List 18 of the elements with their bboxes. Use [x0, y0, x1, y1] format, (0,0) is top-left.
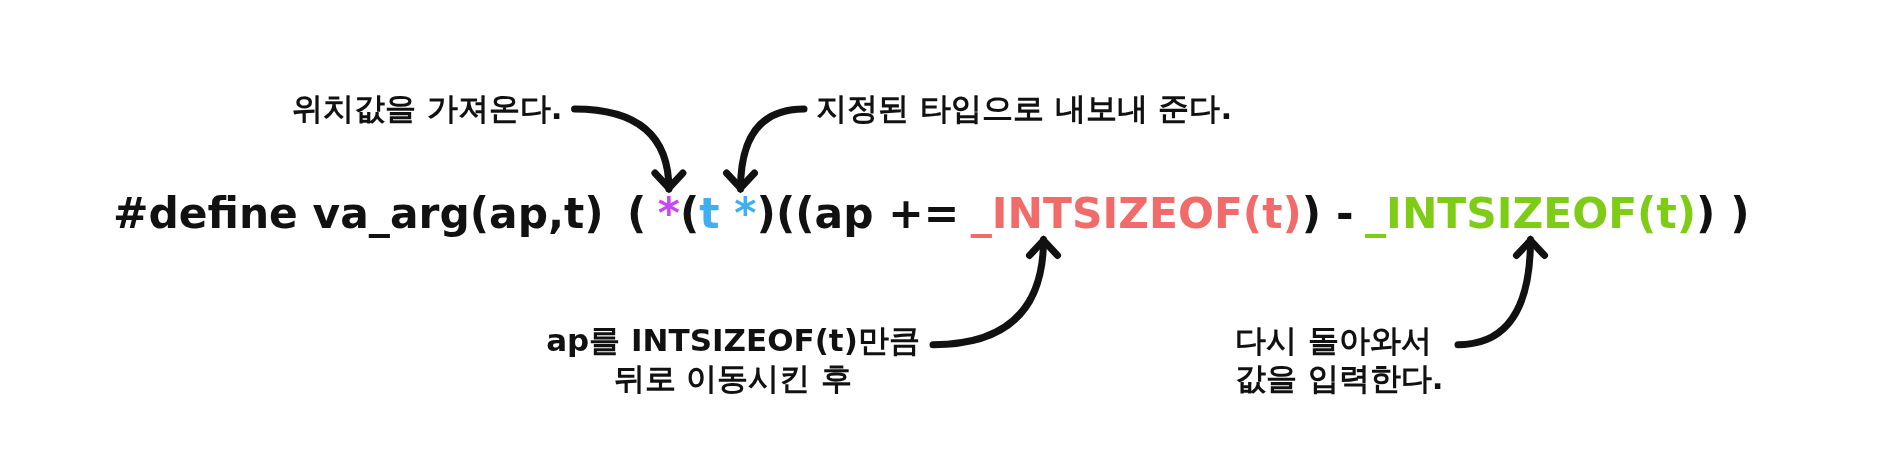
- annotation-text: 다시 돌아와서 값을 입력한다.: [1235, 322, 1446, 398]
- code-text: (: [627, 192, 647, 237]
- code-text: ) ): [1696, 192, 1750, 237]
- annotation-text: 지정된 타입으로 내보내 준다.: [816, 90, 1233, 128]
- curved-arrow: [571, 105, 686, 193]
- annotation-text: ap를 INTSIZEOF(t)만큼 뒤로 이동시킨 후: [545, 322, 921, 398]
- code-text: #define va_arg(ap,t): [113, 192, 604, 237]
- highlighted-code: _INTSIZEOF(t): [970, 192, 1302, 237]
- highlighted-code: *: [657, 192, 680, 237]
- code-text: )((ap +=: [756, 192, 960, 237]
- highlighted-code: _INTSIZEOF(t): [1364, 192, 1697, 237]
- curved-arrow: [1454, 236, 1548, 349]
- code-text: ) -: [1301, 192, 1354, 237]
- annotation-text: 위치값을 가져온다.: [292, 90, 563, 128]
- code-text: (: [680, 192, 700, 237]
- curved-arrow: [723, 105, 808, 193]
- highlighted-code: t *: [699, 192, 757, 237]
- curved-arrow: [929, 236, 1061, 349]
